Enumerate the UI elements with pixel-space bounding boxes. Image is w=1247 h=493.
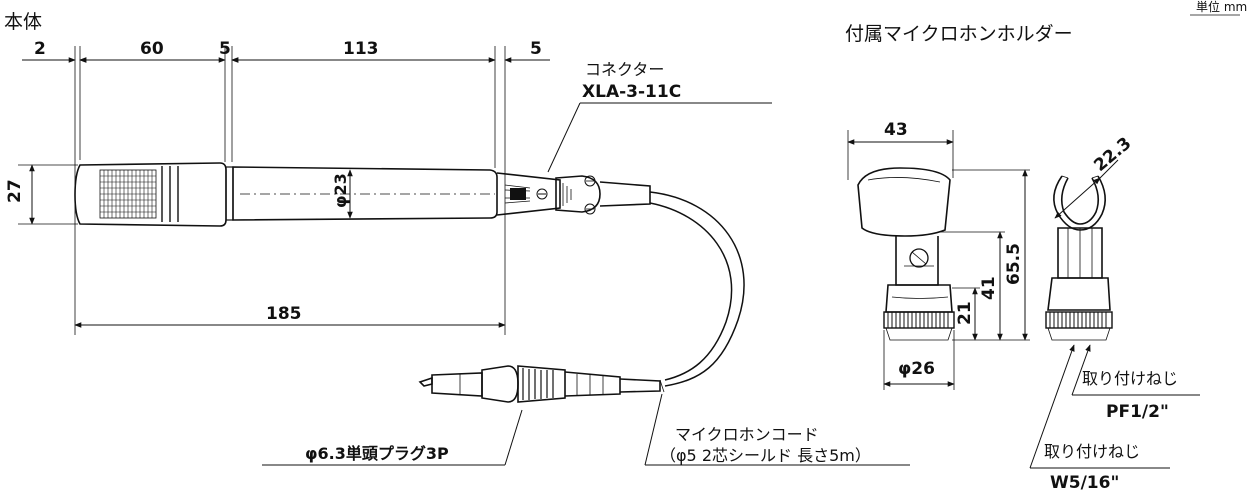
dim-43: 43 — [884, 120, 908, 140]
grille-head — [74, 162, 227, 227]
thread1-label: 取り付けねじ — [1082, 369, 1178, 388]
handle — [232, 166, 498, 221]
thread2-spec: W5/16" — [1050, 473, 1119, 493]
dim-21: 21 — [955, 301, 975, 325]
thread2-label: 取り付けねじ — [1044, 442, 1140, 461]
connector-label: コネクター — [585, 60, 664, 79]
dim-22-3-line — [1054, 177, 1101, 219]
cord-spec: （φ5 2芯シールド 長さ5m） — [660, 446, 871, 465]
connector-model: XLA-3-11C — [582, 82, 681, 102]
dim-5a: 5 — [219, 39, 231, 59]
dim-5b: 5 — [530, 39, 542, 59]
cord-label: マイクロホンコード — [675, 425, 819, 444]
unit-label: 単位 mm — [1196, 0, 1247, 14]
dim-phi26: φ26 — [898, 359, 935, 379]
main-body-title: 本体 — [4, 11, 42, 33]
holder-front-view — [857, 167, 955, 341]
thread1-spec: PF1/2" — [1106, 402, 1169, 422]
dim-2: 2 — [34, 39, 46, 59]
holder-side-view — [1045, 175, 1113, 341]
holder-front-dims — [847, 130, 1030, 390]
mic-cable — [649, 191, 745, 387]
microphone-body — [74, 46, 651, 335]
dim-22-3: 22.3 — [1090, 134, 1135, 176]
phone-plug — [418, 365, 661, 403]
dim-41: 41 — [979, 276, 999, 300]
dim-65-5: 65.5 — [1004, 243, 1024, 285]
mic-dimensions — [18, 57, 910, 466]
dim-185: 185 — [266, 304, 302, 324]
plug-label: φ6.3単頭プラグ3P — [305, 444, 449, 463]
holder-title: 付属マイクロホンホルダー — [845, 23, 1073, 45]
dim-phi23: φ23 — [331, 173, 350, 208]
dim-60: 60 — [140, 39, 164, 59]
dim-113: 113 — [343, 39, 379, 59]
dim-27: 27 — [5, 179, 25, 203]
